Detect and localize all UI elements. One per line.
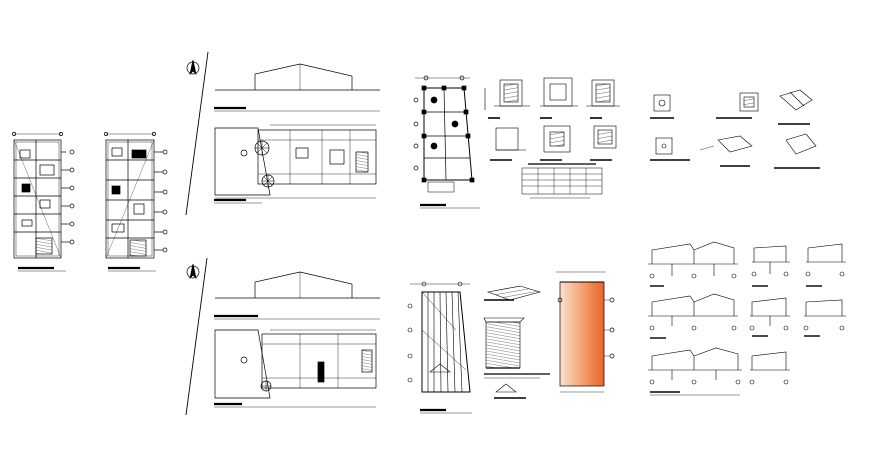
footing-details — [484, 77, 620, 199]
floor-plan-b — [104, 132, 168, 272]
foundation-grid — [413, 75, 480, 209]
roof-sheet-detail — [483, 285, 550, 399]
column-details — [650, 89, 820, 169]
site-plan-upper — [185, 51, 380, 216]
section-set — [648, 241, 846, 396]
roof-plan-colored — [556, 271, 615, 393]
site-plan-lower — [185, 257, 380, 416]
floor-plan-a — [12, 132, 75, 272]
roof-framing-plan — [407, 281, 472, 414]
